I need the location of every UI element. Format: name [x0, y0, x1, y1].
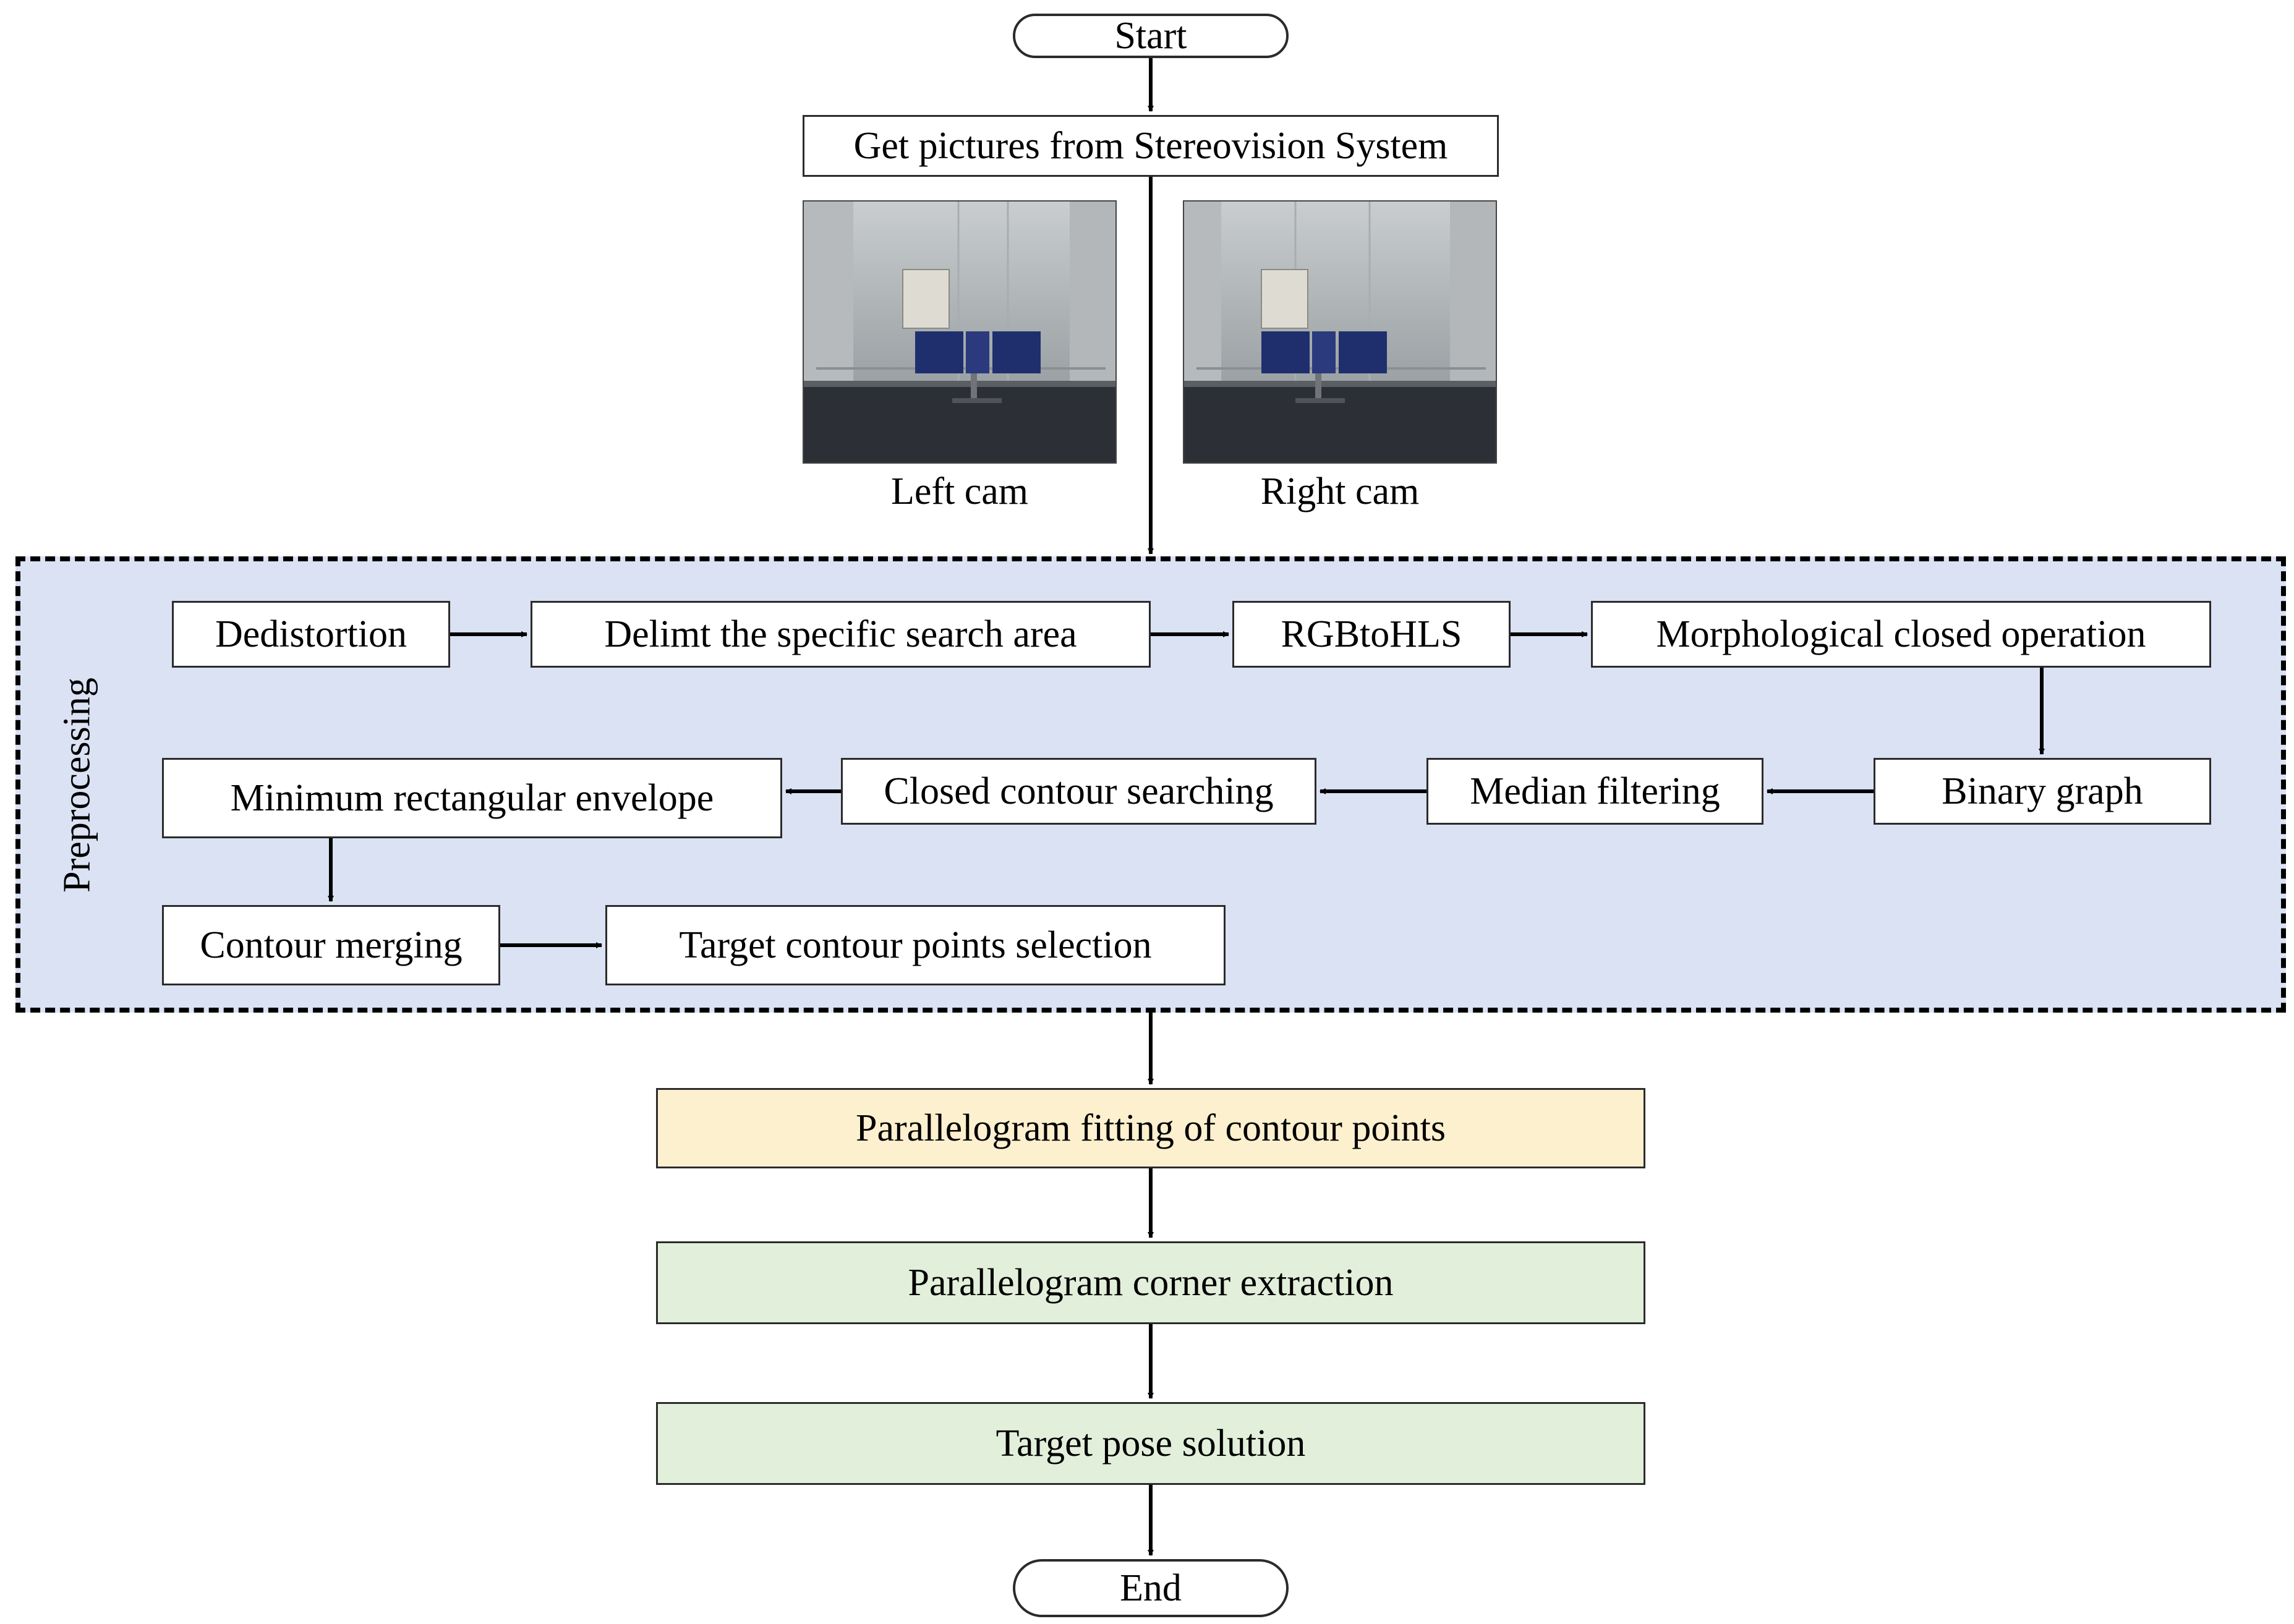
median-filtering-box: Median filtering [1426, 758, 1763, 825]
rgb-to-hls-box: RGBtoHLS [1232, 601, 1511, 668]
get-pictures-box: Get pictures from Stereovision System [803, 115, 1499, 177]
min-rect-envelope-box: Minimum rectangular envelope [162, 758, 782, 838]
end-terminal: End [1013, 1559, 1289, 1617]
delimit-search-area-box: Delimt the specific search area [531, 601, 1151, 668]
parallelogram-fitting-box: Parallelogram fitting of contour points [656, 1088, 1645, 1168]
closed-contour-box: Closed contour searching [841, 758, 1316, 825]
corner-extraction-box: Parallelogram corner extraction [656, 1241, 1645, 1324]
left-cam-scene [804, 202, 1115, 462]
contour-merging-box: Contour merging [162, 905, 500, 985]
right-cam-image [1183, 200, 1497, 464]
start-terminal: Start [1013, 14, 1289, 58]
dedistortion-box: Dedistortion [172, 601, 450, 668]
left-cam-image [803, 200, 1117, 464]
left-cam-caption: Left cam [890, 470, 1029, 512]
binary-graph-box: Binary graph [1874, 758, 2211, 825]
right-cam-scene [1184, 202, 1496, 462]
pose-solution-box: Target pose solution [656, 1402, 1645, 1485]
target-points-box: Target contour points selection [605, 905, 1226, 985]
right-cam-caption: Right cam [1260, 470, 1420, 512]
morphological-box: Morphological closed operation [1591, 601, 2211, 668]
